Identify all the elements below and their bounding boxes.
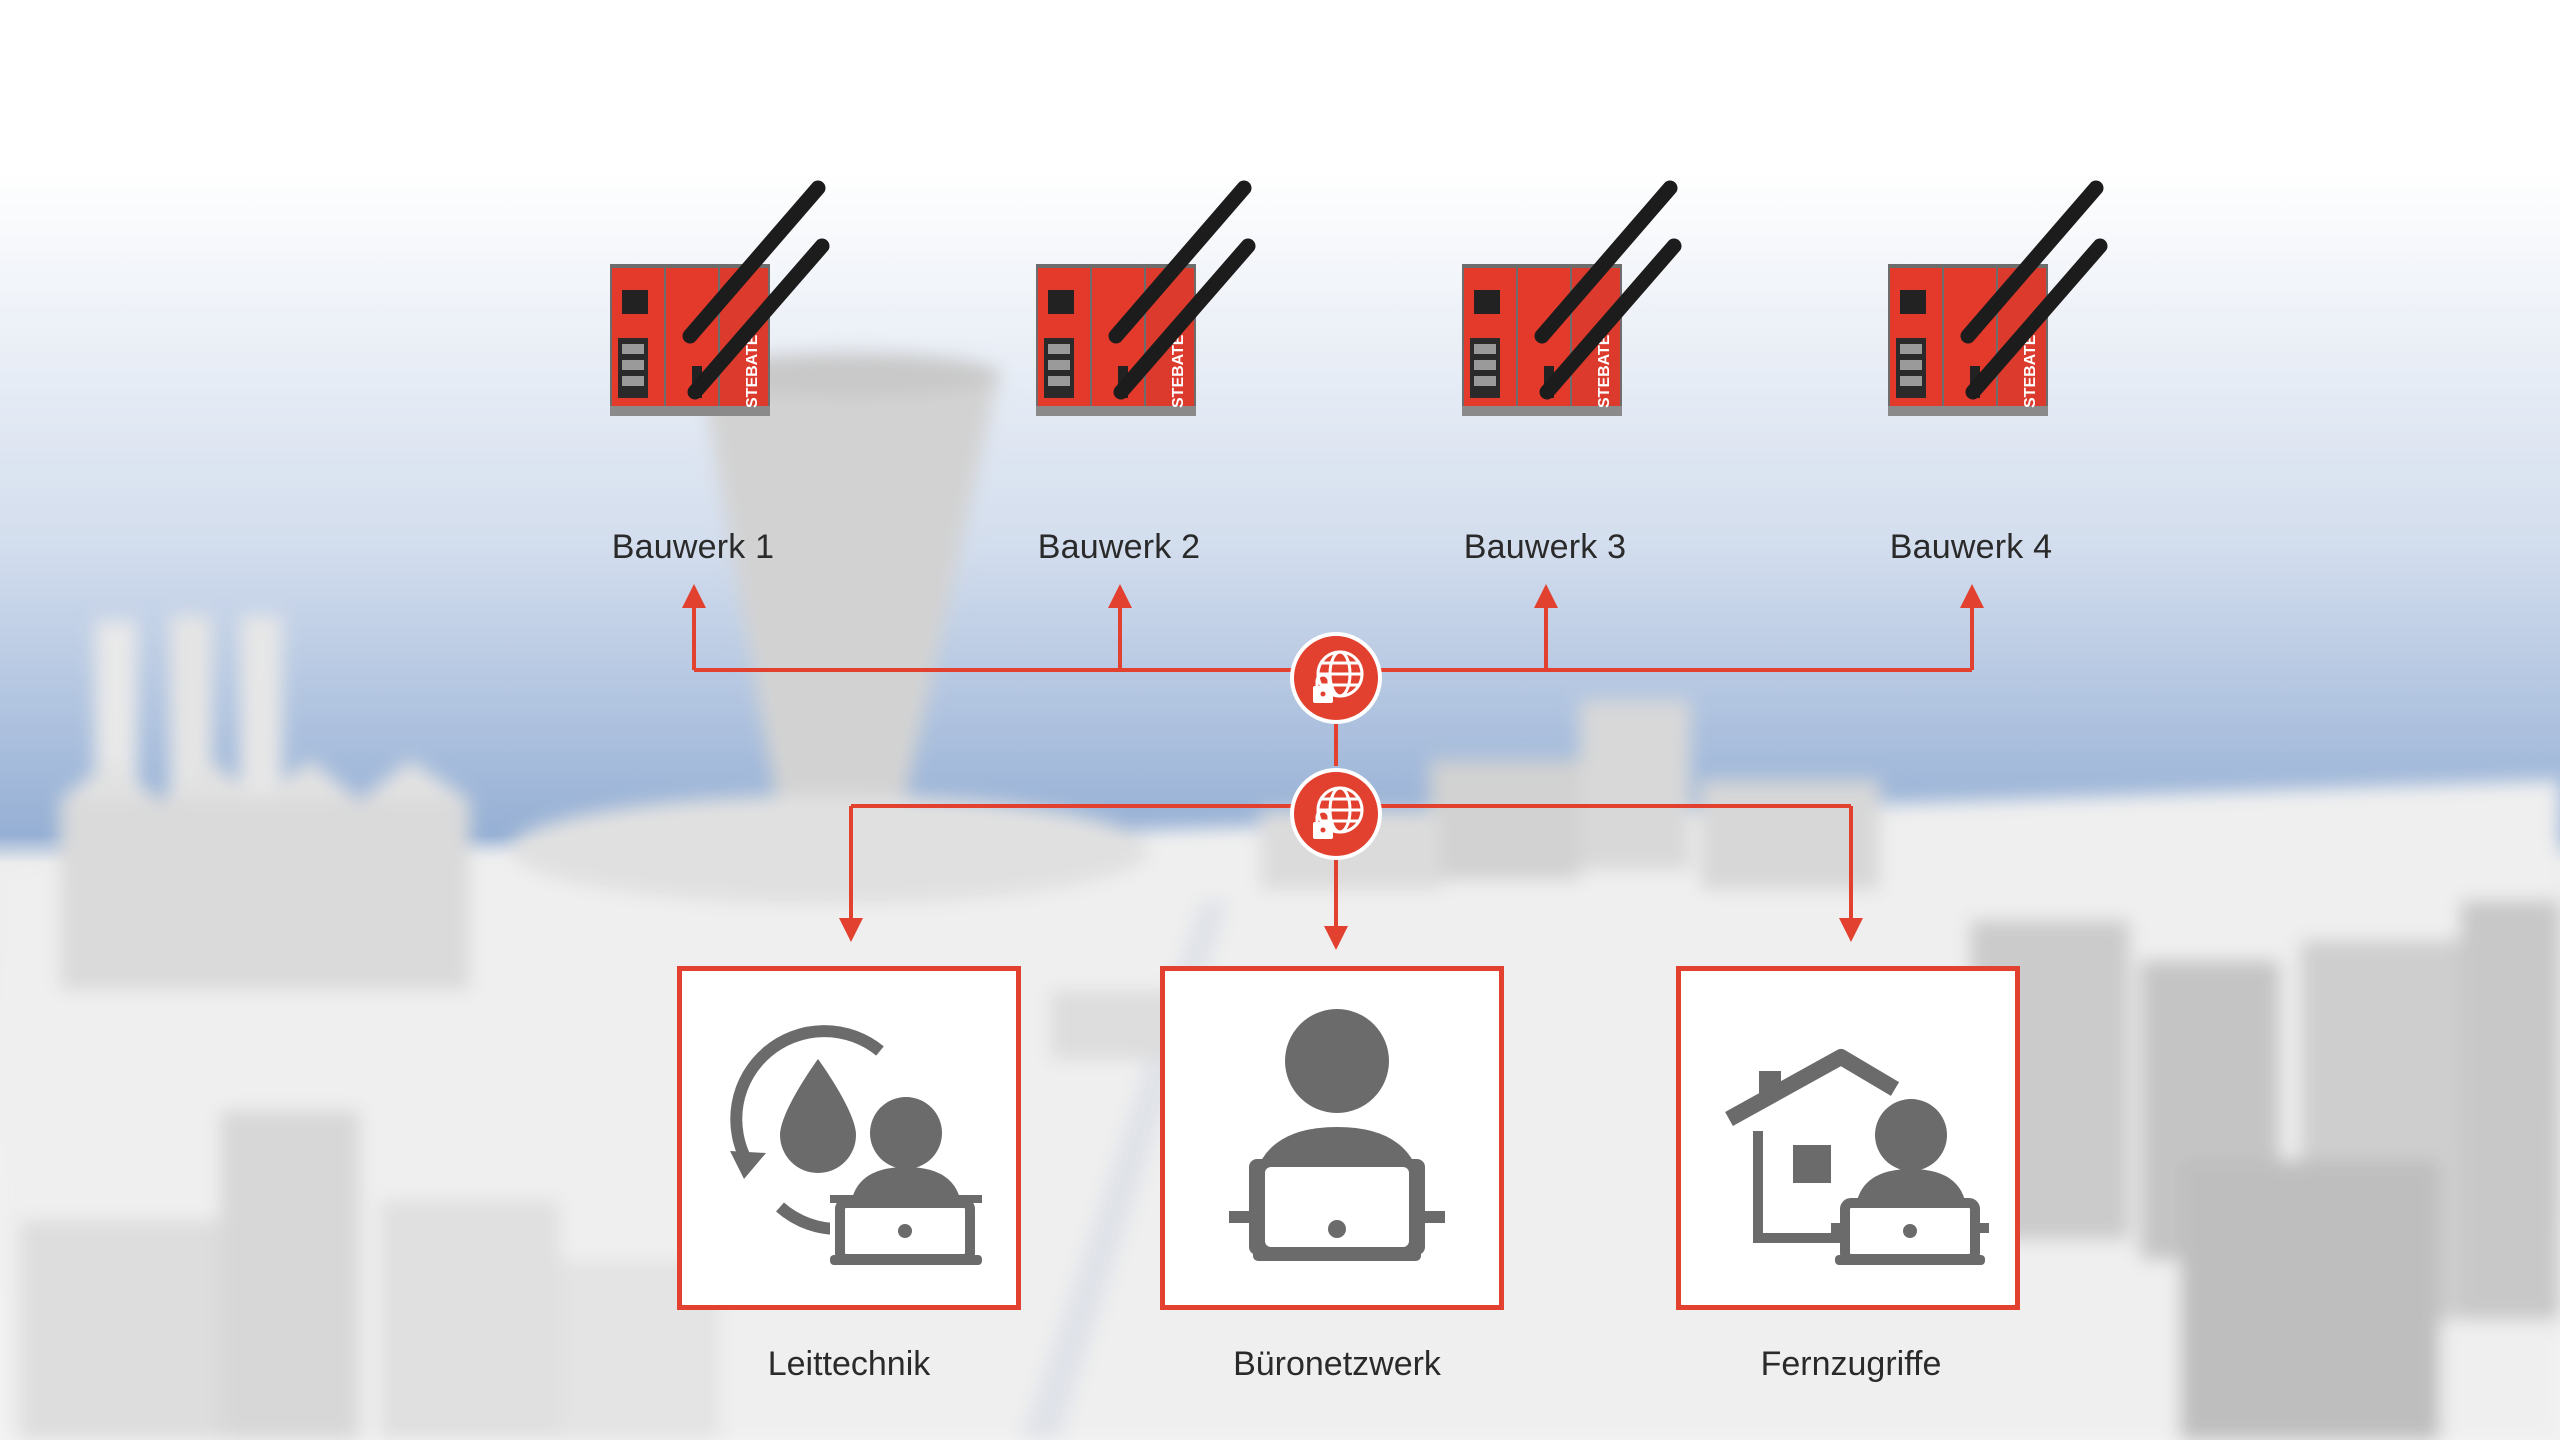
process-control-user-icon bbox=[730, 1025, 982, 1265]
brand-label: STEBATEC bbox=[2022, 323, 2039, 408]
brand-label: STEBATEC bbox=[1596, 323, 1613, 408]
secure-globe-icon bbox=[1290, 632, 1382, 724]
secure-globe-icon bbox=[1290, 768, 1382, 860]
device-label-bauwerk-4: Bauwerk 4 bbox=[1889, 528, 2053, 566]
target-box-leittechnik bbox=[677, 966, 1021, 1310]
router-icon: STEBATEC bbox=[1888, 180, 2108, 416]
router-icon: STEBATEC bbox=[1462, 180, 1682, 416]
router-device-4: STEBATEC bbox=[1878, 178, 2118, 438]
secure-network-hub-top bbox=[1288, 630, 1384, 726]
device-label-bauwerk-3: Bauwerk 3 bbox=[1463, 528, 1627, 566]
router-icon: STEBATEC bbox=[1036, 180, 1256, 416]
router-device-3: STEBATEC bbox=[1452, 178, 1692, 438]
router-device-2: STEBATEC bbox=[1026, 178, 1266, 438]
router-device-1: STEBATEC bbox=[600, 178, 840, 438]
office-user-icon bbox=[1229, 1009, 1445, 1261]
target-box-bueronetzwerk bbox=[1160, 966, 1504, 1310]
home-office-user-icon bbox=[1725, 1049, 1989, 1265]
brand-label: STEBATEC bbox=[1170, 323, 1187, 408]
target-box-fernzugriffe bbox=[1676, 966, 2020, 1310]
device-label-bauwerk-2: Bauwerk 2 bbox=[1037, 528, 1201, 566]
secure-network-hub-bottom bbox=[1288, 766, 1384, 862]
target-label-leittechnik: Leittechnik bbox=[767, 1345, 931, 1383]
router-icon: STEBATEC bbox=[610, 180, 830, 416]
brand-label: STEBATEC bbox=[744, 323, 761, 408]
device-label-bauwerk-1: Bauwerk 1 bbox=[611, 528, 775, 566]
target-label-bueronetzwerk: Büronetzwerk bbox=[1233, 1345, 1441, 1383]
target-label-fernzugriffe: Fernzugriffe bbox=[1760, 1345, 1942, 1383]
